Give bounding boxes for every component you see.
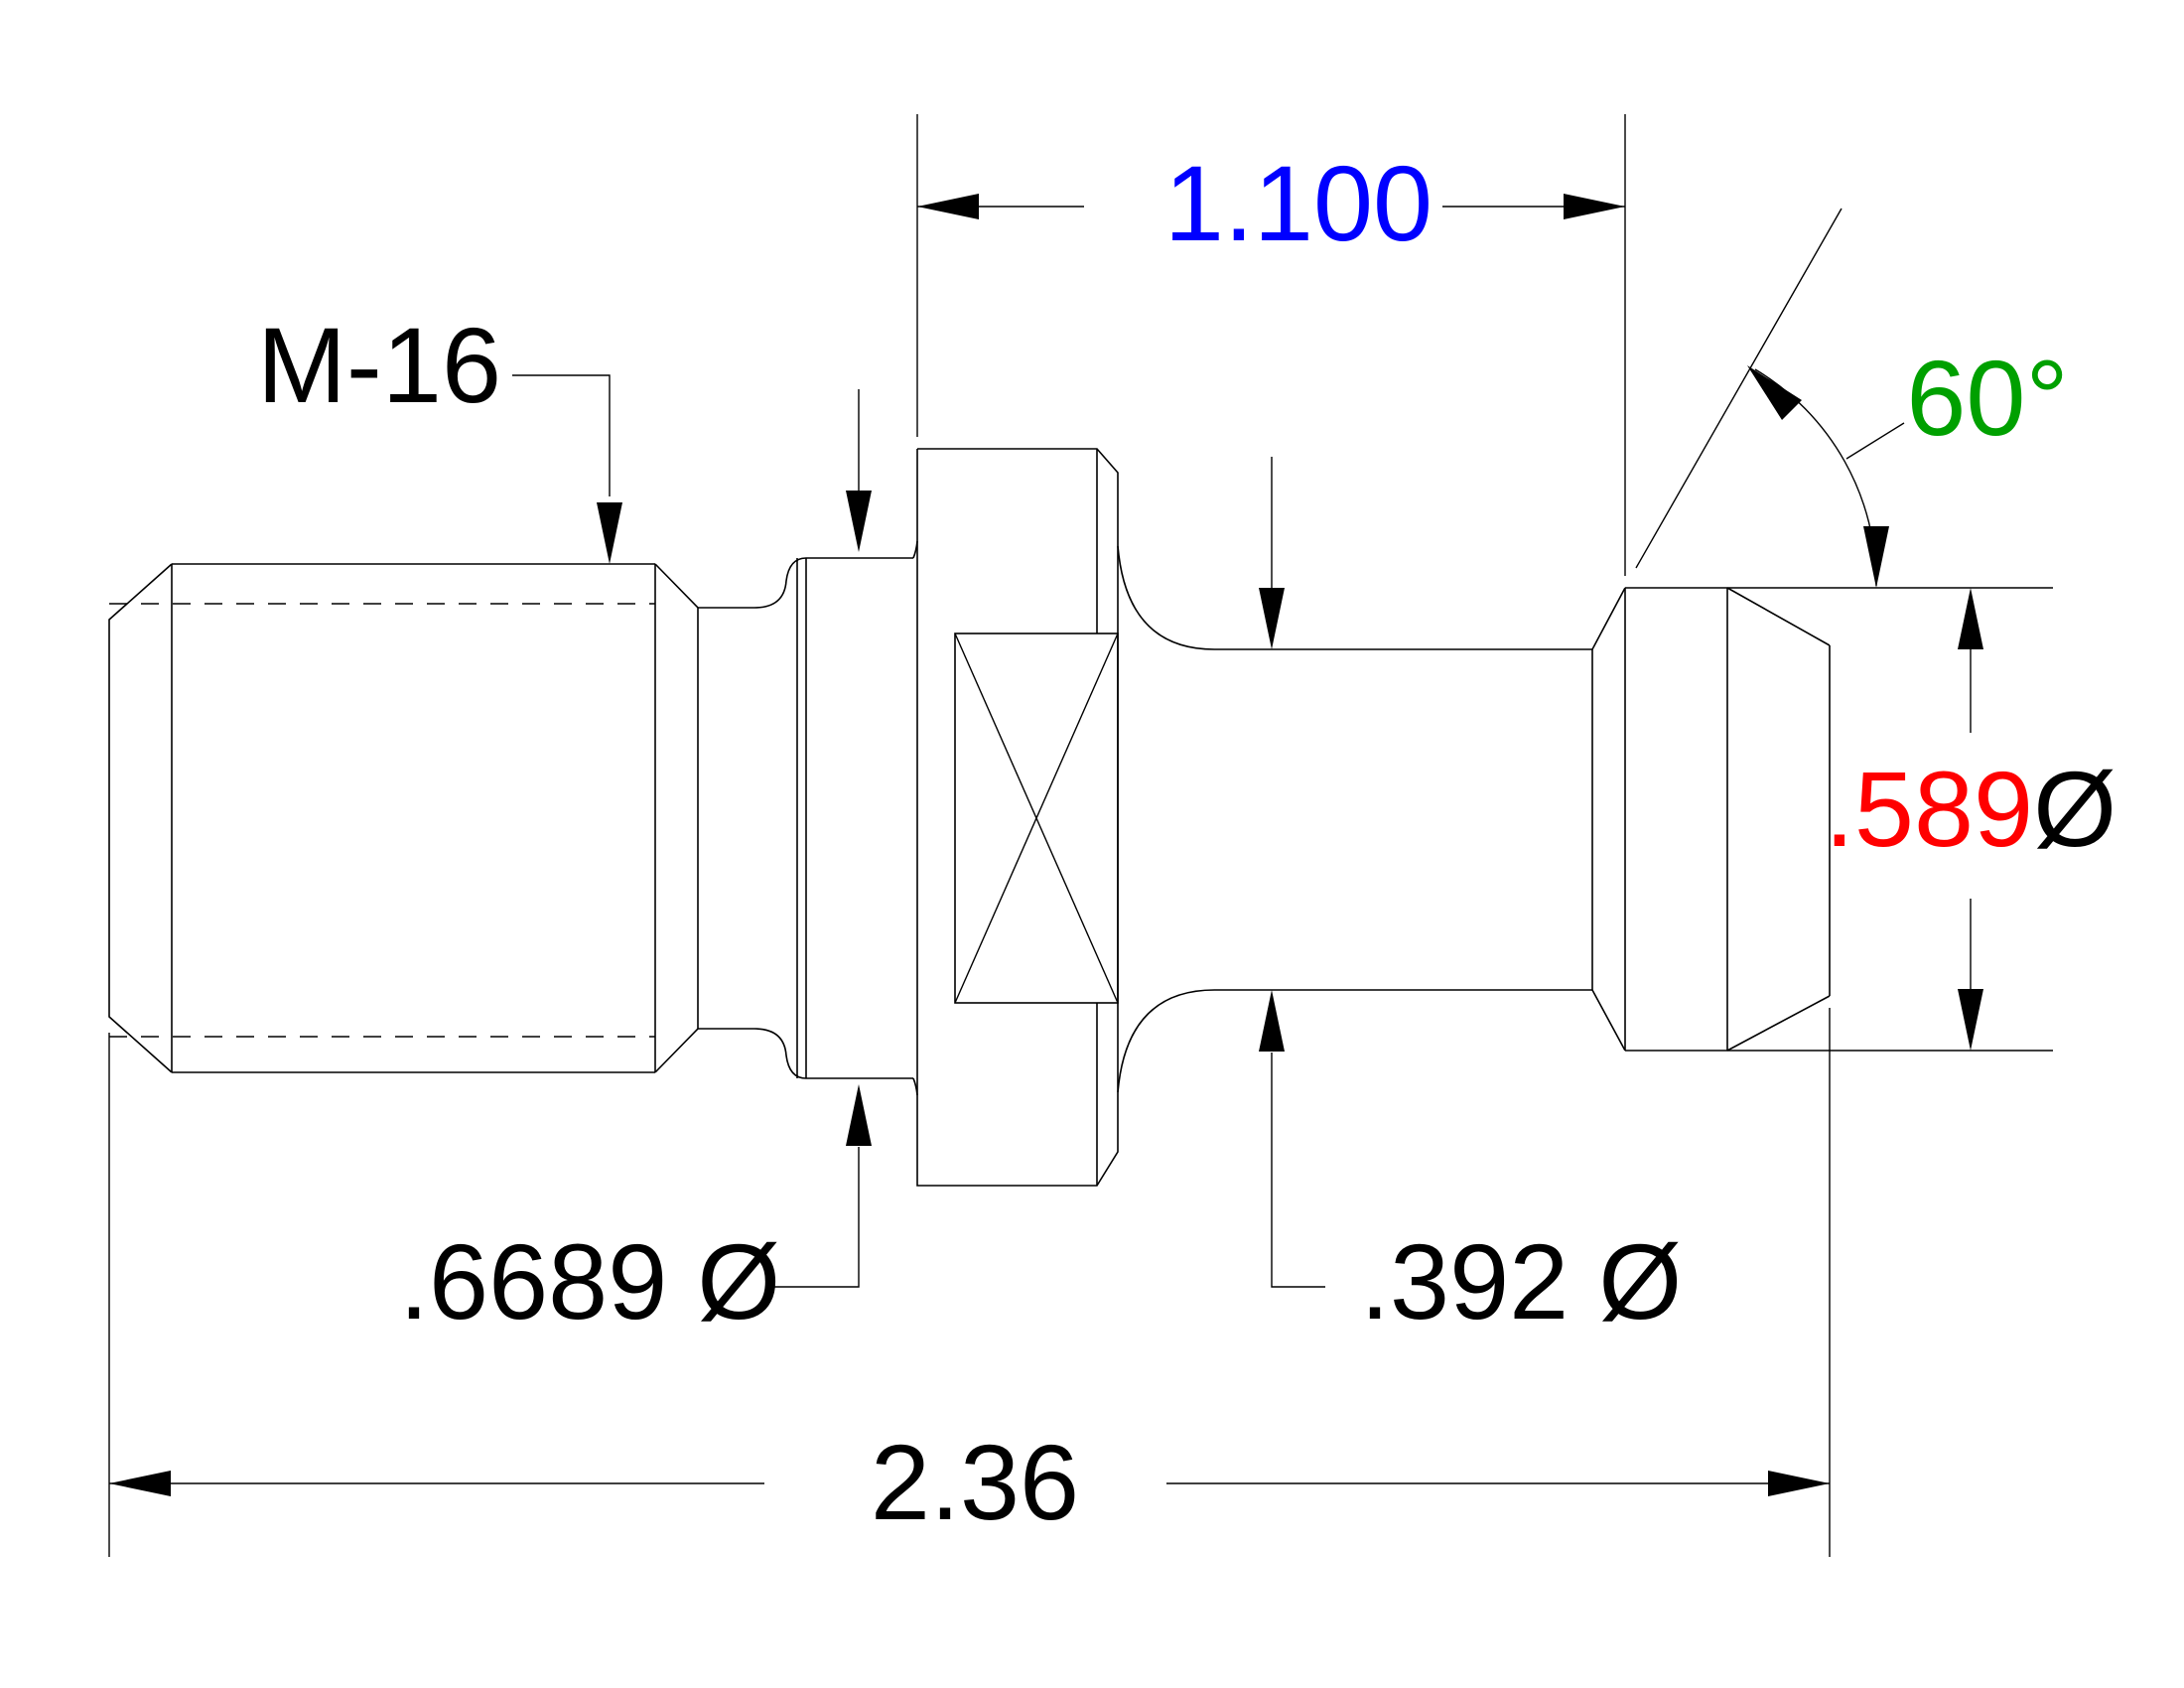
overall-arrow-right bbox=[1768, 1471, 1830, 1496]
overall-length-text: 2.36 bbox=[871, 1422, 1079, 1542]
angle-text: 60° bbox=[1906, 338, 2068, 458]
head bbox=[1624, 587, 1831, 1052]
neck bbox=[1117, 545, 1626, 1093]
neck-dim-arrow-top bbox=[1259, 588, 1285, 649]
flange bbox=[916, 448, 1119, 1187]
collar-diameter-text: .6689 Ø bbox=[399, 1221, 780, 1341]
overall-arrow-left bbox=[109, 1471, 171, 1496]
dimension-1100-text: 1.100 bbox=[1164, 143, 1433, 263]
angle-arrow-upper bbox=[1747, 365, 1802, 420]
overall-length-dimension: 2.36 bbox=[108, 1008, 1831, 1557]
thread-callout-arrow bbox=[597, 502, 622, 564]
collar-dim-arrow-top bbox=[846, 491, 872, 552]
head-diameter-symbol: Ø bbox=[2033, 749, 2116, 869]
collar-diameter-dimension: .6689 Ø bbox=[399, 389, 872, 1341]
neck-diameter-text: .392 Ø bbox=[1360, 1221, 1682, 1341]
angle-dimension: 60° bbox=[1635, 208, 2069, 588]
head-diameter-value: .589 bbox=[1825, 749, 2033, 869]
dim-arrow-left bbox=[917, 194, 979, 219]
head-diameter-dimension: .589Ø bbox=[1727, 587, 2116, 1052]
dim-arrow-right bbox=[1564, 194, 1625, 219]
head-diameter-label: .589Ø bbox=[1825, 749, 2116, 869]
angle-arrow-lower bbox=[1863, 526, 1889, 588]
head-dim-arrow-bottom bbox=[1958, 989, 1983, 1051]
threaded-section bbox=[108, 563, 699, 1073]
neck-dim-arrow-bottom bbox=[1259, 990, 1285, 1052]
thread-callout: M-16 bbox=[257, 305, 622, 564]
relief-groove bbox=[698, 557, 913, 1079]
head-dim-arrow-top bbox=[1958, 588, 1983, 649]
thread-callout-text: M-16 bbox=[257, 305, 501, 425]
part-outline bbox=[108, 448, 1831, 1187]
neck-diameter-dimension: .392 Ø bbox=[1259, 457, 1682, 1341]
dimension-1100: 1.100 bbox=[916, 114, 1626, 576]
collar-dim-arrow-bottom bbox=[846, 1084, 872, 1146]
